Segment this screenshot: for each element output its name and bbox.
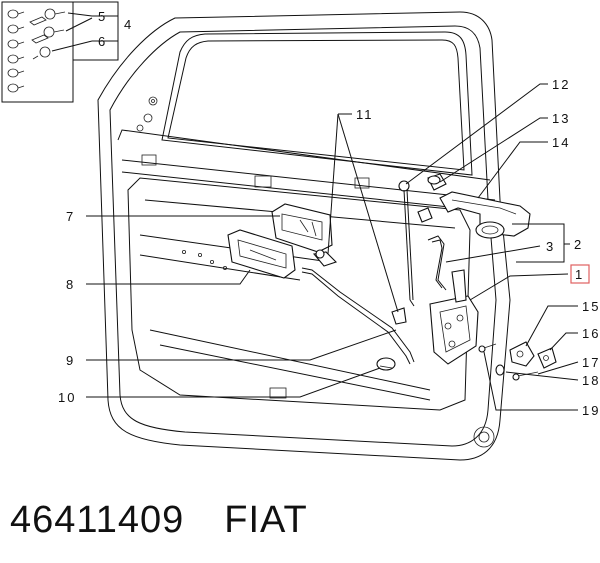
callout-labels: 5 6 4 7 8 9 10 11 12 13 14 3 2 1 15 16 1… bbox=[58, 9, 600, 418]
release-rod bbox=[301, 267, 415, 365]
callout-7: 7 bbox=[66, 209, 75, 224]
grommet bbox=[376, 357, 396, 371]
callout-2: 2 bbox=[574, 237, 583, 252]
callout-8: 8 bbox=[66, 277, 75, 292]
callout-11: 11 bbox=[356, 107, 374, 122]
brand-name: FIAT bbox=[224, 498, 308, 541]
door-frame bbox=[97, 11, 511, 461]
door-lock-assembly bbox=[429, 269, 479, 365]
bushing bbox=[417, 173, 447, 223]
fastener-inset bbox=[1, 1, 119, 103]
callout-14: 14 bbox=[552, 135, 570, 150]
callout-18: 18 bbox=[582, 373, 600, 388]
callout-10: 10 bbox=[58, 390, 76, 405]
leader-lines bbox=[86, 15, 579, 411]
part-caption: 46411409 FIAT bbox=[10, 492, 308, 548]
inner-handle-bezel bbox=[227, 229, 296, 279]
callout-5: 5 bbox=[98, 9, 107, 24]
callout-17: 17 bbox=[582, 355, 600, 370]
door-lock-exploded-diagram: 5 6 4 7 8 9 10 11 12 13 14 3 2 1 15 16 1… bbox=[1, 1, 600, 461]
callout-3: 3 bbox=[546, 239, 555, 254]
part-number: 46411409 bbox=[10, 498, 185, 541]
callout-13: 13 bbox=[552, 111, 570, 126]
callout-15: 15 bbox=[582, 299, 600, 314]
callout-16: 16 bbox=[582, 326, 600, 341]
striker-and-screws bbox=[478, 341, 557, 381]
link-rod bbox=[427, 235, 447, 291]
exterior-door-handle bbox=[439, 191, 531, 239]
interior-handle-housing bbox=[271, 203, 333, 253]
callout-6: 6 bbox=[98, 34, 107, 49]
callout-1: 1 bbox=[575, 267, 584, 282]
callout-19: 19 bbox=[582, 403, 600, 418]
callout-1-highlight bbox=[570, 264, 590, 284]
callout-4: 4 bbox=[124, 17, 133, 32]
callout-12: 12 bbox=[552, 77, 570, 92]
lock-button-rod bbox=[398, 180, 415, 307]
callout-9: 9 bbox=[66, 353, 75, 368]
rod-clips bbox=[312, 249, 407, 325]
